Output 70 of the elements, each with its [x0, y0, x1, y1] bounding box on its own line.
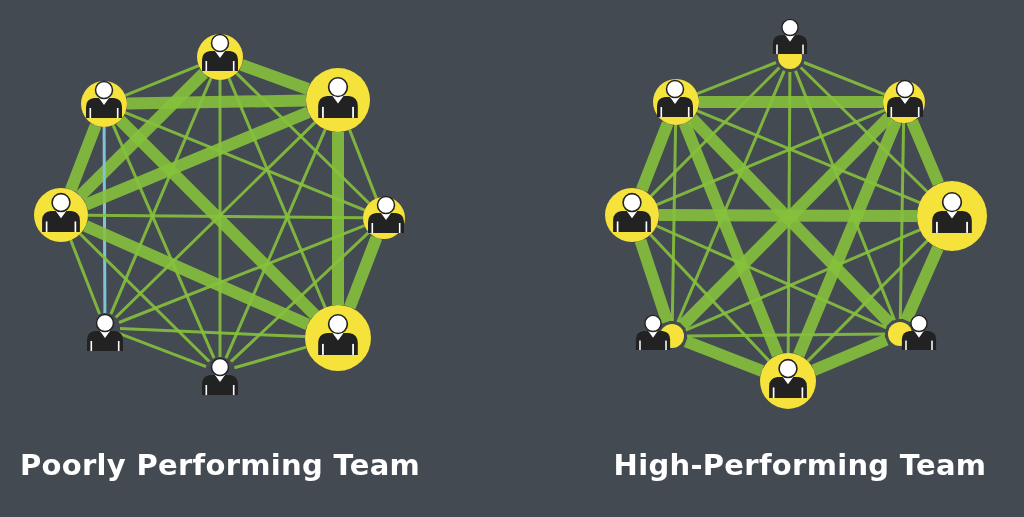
team-member-icon [363, 195, 405, 239]
connection-line [670, 124, 678, 322]
team-member-icon [635, 314, 684, 351]
connection-line [109, 77, 213, 315]
connection-line [229, 231, 370, 363]
connection-line [83, 220, 311, 331]
connection-line [658, 209, 918, 222]
team-member-icon [34, 188, 88, 242]
connection-line [119, 327, 306, 339]
connection-line [79, 232, 211, 363]
connection-line [83, 106, 311, 211]
team-member-icon [653, 79, 699, 125]
team-member-icon [760, 353, 816, 409]
connection-line [224, 128, 327, 359]
team-member-icon [883, 79, 925, 123]
connection-line [900, 245, 944, 323]
team-caption: High-Performing Team [613, 448, 987, 482]
connection-line [118, 332, 207, 368]
team-member-icon [605, 188, 659, 242]
connection-line [227, 77, 327, 309]
connection-line [650, 66, 781, 197]
connection-line [332, 132, 344, 305]
team-member-icon [305, 305, 371, 371]
team-member-icon [81, 80, 127, 127]
team-member-icon [772, 18, 808, 69]
connection-line [685, 228, 921, 332]
team-member-icon [306, 68, 370, 132]
connection-line [65, 123, 102, 192]
connection-line [634, 238, 673, 324]
team-caption: Poorly Performing Team [19, 448, 421, 482]
connection-line [656, 108, 886, 206]
connection-line [344, 235, 383, 310]
connection-line [699, 96, 883, 108]
connection-line [636, 121, 674, 192]
connection-line [687, 332, 885, 338]
connection-line [111, 124, 216, 359]
connection-line [88, 213, 363, 220]
connection-line [803, 61, 886, 96]
connection-line [786, 72, 792, 353]
connection-line [124, 111, 366, 212]
connection-line [811, 334, 889, 376]
connection-line [656, 224, 887, 330]
connection-line [69, 239, 101, 315]
connection-line [75, 68, 208, 201]
connection-line [794, 70, 896, 321]
connection-line [793, 119, 902, 358]
connection-line [234, 345, 307, 370]
connection-line [218, 80, 222, 357]
connection-line [102, 127, 107, 313]
connection-line [696, 109, 921, 204]
connection-line [239, 59, 310, 95]
connection-line [126, 94, 307, 110]
connection-line [118, 224, 366, 324]
connection-line [348, 129, 378, 199]
team-member-icon [917, 181, 987, 251]
team-member-icon [197, 33, 243, 80]
team-member-icon [202, 357, 238, 395]
connection-line [124, 64, 200, 97]
connection-line [683, 335, 765, 377]
team-member-icon [888, 314, 937, 351]
connection-line [679, 121, 784, 358]
connection-line [799, 66, 929, 193]
connection-line [806, 239, 929, 363]
connection-line [676, 70, 786, 323]
connection-line [696, 61, 777, 95]
connection-line [906, 119, 944, 187]
connection-line [235, 72, 371, 205]
connection-line [649, 233, 770, 362]
team-member-icon [87, 313, 123, 351]
connection-line [898, 122, 906, 320]
